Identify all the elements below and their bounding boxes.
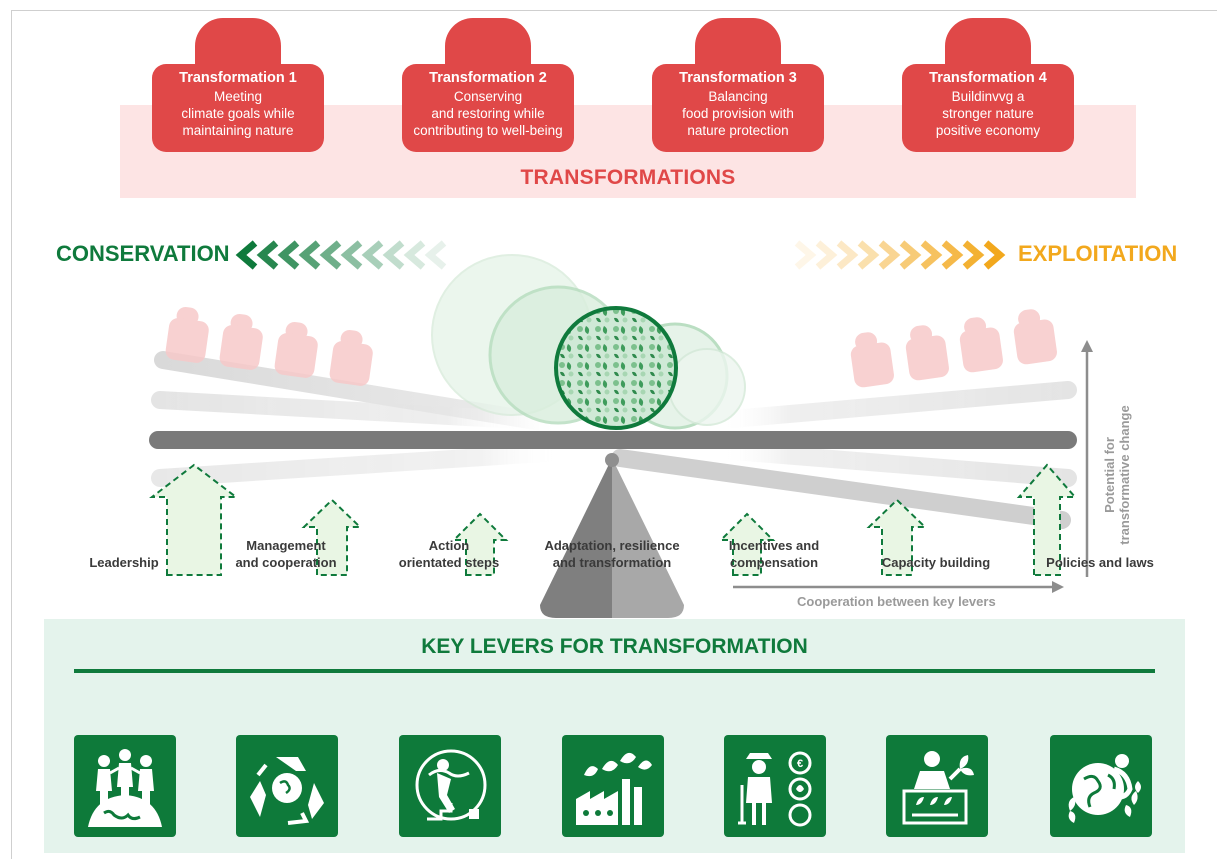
lever-label: Action orientated steps <box>369 537 529 571</box>
lever-label: Adaptation, resilience and transformation <box>532 537 692 571</box>
axes <box>733 340 1093 593</box>
seedling-greenhouse-icon <box>886 735 988 837</box>
lever-label-line: Policies and laws <box>1046 555 1154 570</box>
transformation-line: climate goals while <box>181 106 295 121</box>
lever-label: Leadership <box>44 554 204 571</box>
transformation-weight-1: Transformation 1 Meeting climate goals w… <box>152 18 324 154</box>
up-arrow-icon <box>301 498 363 576</box>
recycle-globe-icon <box>236 735 338 837</box>
potential-arrows <box>149 463 1078 576</box>
lever-label-line: and transformation <box>552 555 672 570</box>
lever-label: Management and cooperation <box>206 537 366 571</box>
weight-knob <box>695 18 781 72</box>
lever-label-line: Management <box>246 538 326 553</box>
weight-body: Transformation 3 Balancing food provisio… <box>652 64 824 152</box>
transformation-line: Buildinvvg a <box>951 89 1025 104</box>
lever-label-line: Adaptation, resilience <box>544 538 680 553</box>
conservation-chevrons <box>235 240 447 270</box>
lever-label-line: orientated steps <box>398 555 500 570</box>
transformation-line: stronger nature <box>942 106 1034 121</box>
frame-top <box>11 10 1217 11</box>
lever-label-line: Action <box>428 538 470 553</box>
weight-body: Transformation 2 Conserving and restorin… <box>402 64 574 152</box>
lever-label-line: Capacity building <box>881 555 991 570</box>
svg-text:€: € <box>797 758 803 770</box>
pink-weights-right <box>850 309 1057 388</box>
transformation-weight-3: Transformation 3 Balancing food provisio… <box>652 18 824 154</box>
up-arrow-icon <box>866 498 928 576</box>
transformation-weight-2: Transformation 2 Conserving and restorin… <box>402 18 574 154</box>
fulcrum <box>540 453 684 618</box>
transformation-title: Transformation 1 <box>179 70 297 86</box>
up-arrow-icon <box>451 512 509 576</box>
conservation-label: CONSERVATION <box>56 241 230 266</box>
ghost-beam <box>151 443 569 487</box>
up-arrow-icon <box>718 512 776 576</box>
weight-body: Transformation 1 Meeting climate goals w… <box>152 64 324 152</box>
lever-label: Capacity building <box>856 554 1016 571</box>
climbing-globe-icon <box>399 735 501 837</box>
lever-label: Policies and laws <box>1020 554 1180 571</box>
frame-left <box>11 10 12 859</box>
tilted-beam <box>611 449 1071 529</box>
transformations-title: TRANSFORMATIONS <box>520 166 736 189</box>
y-axis-arrowhead <box>1081 340 1093 352</box>
lever-label-line: Incentives and <box>728 538 820 553</box>
ghost-beam <box>711 441 1077 487</box>
transformation-line: and restoring while <box>431 106 545 121</box>
lever-label-line: and cooperation <box>235 555 337 570</box>
x-axis-arrowhead <box>1052 581 1064 593</box>
weight-body: Transformation 4 Buildinvvg a stronger n… <box>902 64 1074 152</box>
transformation-title: Transformation 3 <box>679 70 797 86</box>
factory-plants-icon <box>562 735 664 837</box>
weight-knob <box>195 18 281 72</box>
transformation-line: contributing to well-being <box>413 123 563 138</box>
key-levers-rule <box>74 669 1155 673</box>
leadership-icon <box>74 735 176 837</box>
weight-knob <box>945 18 1031 72</box>
lever-label-line: compensation <box>729 555 819 570</box>
transformation-line: food provision with <box>682 106 794 121</box>
transformation-title: Transformation 4 <box>929 70 1047 86</box>
transformation-line: positive economy <box>935 123 1041 138</box>
up-arrow-icon <box>1016 463 1078 576</box>
y-axis-label: Potential for transformative change <box>1102 405 1132 545</box>
transformation-line: nature protection <box>687 123 789 138</box>
transformation-line: Conserving <box>453 89 523 104</box>
biodiversity-globe <box>554 306 678 430</box>
transformation-line: Balancing <box>708 89 768 104</box>
ghost-beam <box>711 381 1077 429</box>
farmer-coins-icon: € <box>724 735 826 837</box>
transformation-line: maintaining nature <box>182 123 294 138</box>
exploitation-chevrons <box>794 240 1006 270</box>
weight-knob <box>445 18 531 72</box>
exploitation-label: EXPLOITATION <box>1018 241 1178 266</box>
ghost-beam <box>151 391 529 429</box>
key-levers-panel: KEY LEVERS FOR TRANSFORMATION Leadership… <box>44 538 1185 853</box>
x-axis-label: Cooperation between key levers <box>797 594 996 609</box>
ghost-sphere <box>668 348 746 426</box>
transformation-weight-4: Transformation 4 Buildinvvg a stronger n… <box>902 18 1074 154</box>
lever-label: Incentives and compensation <box>694 537 854 571</box>
transformation-title: Transformation 2 <box>429 70 547 86</box>
earth-hug-icon <box>1050 735 1152 837</box>
lever-label-line: Leadership <box>89 555 159 570</box>
pink-weights-left <box>165 307 373 386</box>
up-arrow-icon <box>149 463 239 576</box>
transformation-line: Meeting <box>213 89 263 104</box>
key-levers-title: KEY LEVERS FOR TRANSFORMATION <box>421 635 808 658</box>
